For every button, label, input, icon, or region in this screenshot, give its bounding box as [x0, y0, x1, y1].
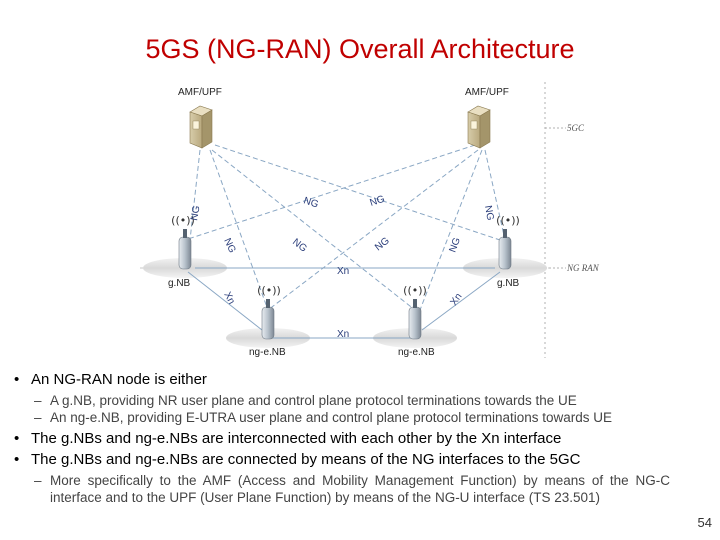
- sub-bullet-text: More specifically to the AMF (Access and…: [50, 473, 670, 505]
- ng-interface-label: NG: [189, 205, 202, 222]
- gnb-left-label: g.NB: [168, 278, 191, 289]
- ng-line: [420, 150, 482, 310]
- bullet-text: The g.NBs and ng-e.NBs are interconnecte…: [31, 430, 561, 447]
- bullet-dot: •: [14, 429, 19, 449]
- sub-bullet-text: An ng-e.NB, providing E-UTRA user plane …: [50, 410, 612, 425]
- gnb-right-label: g.NB: [497, 278, 520, 289]
- bullet-dash: –: [34, 409, 42, 426]
- bullet-item: • The g.NBs and ng-e.NBs are interconnect…: [14, 429, 710, 449]
- gnb-right-antenna-icon: [499, 229, 511, 269]
- bullet-list: •An NG-RAN node is either –A g.NB, provi…: [14, 370, 710, 506]
- sub-bullet-text: A g.NB, providing NR user plane and cont…: [50, 393, 577, 408]
- ng-interface-label: NG: [373, 235, 392, 253]
- ng-interface-label: NG: [447, 236, 463, 254]
- ngenb-right-label: ng-e.NB: [398, 347, 435, 358]
- radio-waves-icon: ((•)): [403, 284, 427, 297]
- ngenb-left-antenna-icon: [262, 299, 274, 339]
- radio-waves-icon: ((•)): [257, 284, 281, 297]
- sub-bullet-item: –More specifically to the AMF (Access an…: [14, 472, 710, 506]
- architecture-diagram: ((•)) ((•)) ((•)) ((•)) AMF/UPF AMF/UPF …: [0, 0, 720, 370]
- page-number: 54: [698, 515, 712, 530]
- ng-interface-label: NG: [369, 194, 387, 209]
- bullet-dash: –: [34, 392, 42, 409]
- xn-interface-label: Xn: [337, 266, 349, 277]
- amf-upf-left-label: AMF/UPF: [178, 87, 222, 98]
- ng-interface-label: NG: [290, 237, 309, 255]
- ng-interface-label: NG: [302, 195, 320, 210]
- bullet-dash: –: [34, 472, 42, 489]
- ng-line: [215, 145, 500, 240]
- amf-upf-right-label: AMF/UPF: [465, 87, 509, 98]
- ng-interface-lines: [185, 145, 505, 310]
- ngenb-right-antenna-icon: [409, 299, 421, 339]
- gnb-left-antenna-icon: [179, 229, 191, 269]
- xn-interface-label: Xn: [448, 291, 464, 307]
- sub-bullet-item: –A g.NB, providing NR user plane and con…: [14, 392, 710, 409]
- ng-line: [268, 150, 478, 310]
- ng-interface-label: NG: [482, 205, 495, 222]
- 5gc-zone-label: 5GC: [567, 123, 585, 133]
- radio-waves-icon: ((•)): [496, 214, 520, 227]
- ng-interface-label: NG: [221, 237, 237, 255]
- sub-bullet-item: –An ng-e.NB, providing E-UTRA user plane…: [14, 409, 710, 426]
- bullet-item: • An NG-RAN node is either: [14, 370, 710, 390]
- ngenb-left-label: ng-e.NB: [249, 347, 286, 358]
- ng-ran-zone-label: NG RAN: [566, 263, 600, 273]
- xn-interface-label: Xn: [221, 290, 236, 306]
- bullet-dot: •: [14, 370, 19, 390]
- amf-upf-right-server-icon: [468, 106, 490, 148]
- ng-line: [185, 145, 475, 240]
- bullet-text: The g.NBs and ng-e.NBs are connected by …: [31, 451, 580, 468]
- xn-interface-label: Xn: [337, 329, 349, 340]
- amf-upf-left-server-icon: [190, 106, 212, 148]
- ng-line: [212, 150, 415, 310]
- bullet-dot: •: [14, 450, 19, 470]
- bullet-item: • The g.NBs and ng-e.NBs are connected by…: [14, 450, 710, 470]
- bullet-text: An NG-RAN node is either: [31, 371, 207, 388]
